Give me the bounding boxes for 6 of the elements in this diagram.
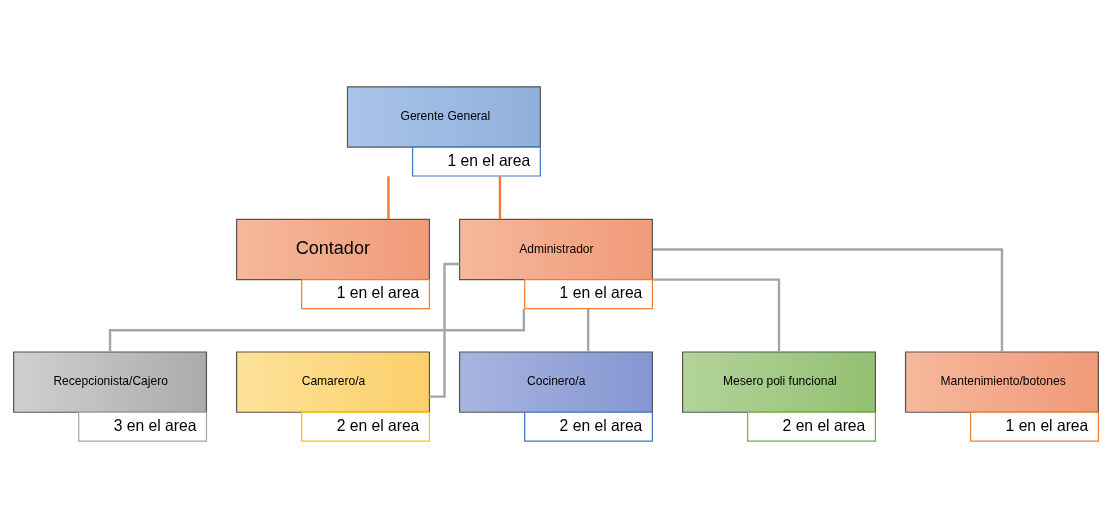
connector <box>652 277 781 352</box>
connector <box>108 308 526 352</box>
connector <box>387 175 390 219</box>
connector <box>498 175 502 219</box>
connector <box>586 308 590 352</box>
connector <box>652 247 1004 352</box>
